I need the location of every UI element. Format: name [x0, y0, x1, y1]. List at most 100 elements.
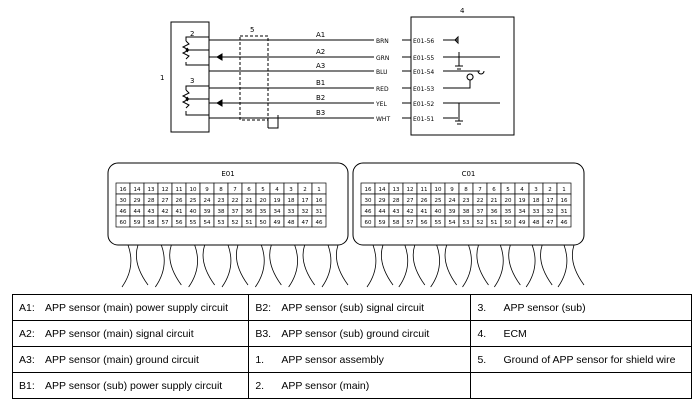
- pin-number: 1: [317, 187, 321, 193]
- connector-label: E01: [221, 170, 234, 178]
- pin-number: 34: [274, 209, 281, 215]
- legend-cell: B3.APP sensor (sub) ground circuit: [248, 320, 472, 347]
- pin-number: 58: [148, 220, 155, 226]
- pin-number: 35: [505, 209, 512, 215]
- pin-number: 27: [407, 198, 414, 204]
- pin-number: 10: [435, 187, 442, 193]
- pin-cell: [556, 215, 572, 228]
- pin-cell: [311, 215, 327, 228]
- pin-number: 46: [561, 220, 568, 226]
- legend-cell: [470, 372, 692, 399]
- pin-number: 29: [134, 198, 141, 204]
- callout-shield-ground: 5: [250, 26, 254, 34]
- pin-number: 14: [134, 187, 141, 193]
- ecm-signal-ground: [443, 52, 500, 70]
- pin-number: 44: [379, 209, 386, 215]
- legend-cell: B2:APP sensor (sub) signal circuit: [248, 294, 472, 321]
- pin-number: 12: [407, 187, 414, 193]
- pin-number: 8: [219, 187, 223, 193]
- pin-number: 13: [393, 187, 400, 193]
- pin-number: 47: [547, 220, 554, 226]
- legend-cell: 2.APP sensor (main): [248, 372, 472, 399]
- pin-number: 48: [533, 220, 540, 226]
- pin-number: 9: [205, 187, 209, 193]
- pin-number: 57: [407, 220, 414, 226]
- pin-number: 46: [365, 209, 372, 215]
- pin-number: 19: [519, 198, 526, 204]
- legend-cell: A2: APP sensor (main) signal circuit: [11, 320, 250, 347]
- circuit-id-label: B3: [316, 109, 325, 117]
- pin-number: 58: [393, 220, 400, 226]
- signal-arrow: [216, 53, 223, 61]
- pin-number: 56: [421, 220, 428, 226]
- legend-cell: 5.Ground of APP sensor for shield wire: [470, 346, 692, 373]
- pin-number: 35: [260, 209, 267, 215]
- pin-number: 43: [148, 209, 155, 215]
- pin-number: 47: [302, 220, 309, 226]
- legend-key: 1.: [255, 353, 265, 366]
- pin-number: 60: [120, 220, 127, 226]
- pin-number: 36: [491, 209, 498, 215]
- pin-number: 32: [547, 209, 554, 215]
- pin-number: 16: [365, 187, 372, 193]
- ecm-pin-label: E01-51: [413, 116, 434, 123]
- harness-wire: [321, 244, 349, 288]
- legend-text: APP sensor (main) signal circuit: [45, 327, 194, 340]
- pin-number: 59: [379, 220, 386, 226]
- pin-number: 53: [463, 220, 470, 226]
- pin-number: 28: [393, 198, 400, 204]
- legend-text: APP sensor (sub) signal circuit: [281, 301, 425, 314]
- pin-number: 36: [246, 209, 253, 215]
- legend-table: A1: APP sensor (main) power supply circui…: [11, 294, 692, 399]
- circuit-id-label: B2: [316, 94, 325, 102]
- legend-cell: 1.APP sensor assembly: [248, 346, 472, 373]
- pin-number: 25: [435, 198, 442, 204]
- harness-wire: [288, 244, 315, 288]
- legend-text: APP sensor (main) power supply circuit: [45, 301, 229, 314]
- pin-number: 13: [148, 187, 155, 193]
- connector-label: C01: [462, 170, 476, 178]
- pin-number: 37: [477, 209, 484, 215]
- pin-number: 59: [134, 220, 141, 226]
- ecm-pin-label: E01-52: [413, 101, 434, 108]
- ecm-box: [410, 16, 515, 136]
- pin-number: 21: [491, 198, 498, 204]
- pin-number: 5: [506, 187, 510, 193]
- pin-number: 22: [232, 198, 239, 204]
- pin-number: 26: [421, 198, 428, 204]
- signal-arrow: [216, 99, 223, 107]
- pin-number: 29: [379, 198, 386, 204]
- callout-ecm: 4: [460, 7, 465, 15]
- pin-number: 17: [302, 198, 309, 204]
- pin-number: 32: [302, 209, 309, 215]
- pin-number: 46: [316, 220, 323, 226]
- pin-number: 21: [246, 198, 253, 204]
- pin-number: 5: [261, 187, 265, 193]
- pin-number: 55: [435, 220, 442, 226]
- pin-number: 38: [218, 209, 225, 215]
- pin-number: 6: [492, 187, 496, 193]
- ecm-pin-label: E01-53: [413, 86, 434, 93]
- legend-cell: A1: APP sensor (main) power supply circui…: [11, 294, 250, 321]
- pin-number: 23: [218, 198, 225, 204]
- ecm-pin-label: E01-56: [413, 38, 434, 45]
- pin-number: 40: [190, 209, 197, 215]
- legend-key: A1:: [19, 301, 35, 314]
- pin-number: 50: [505, 220, 512, 226]
- pin-number: 34: [519, 209, 526, 215]
- pin-number: 50: [260, 220, 267, 226]
- pin-number: 48: [288, 220, 295, 226]
- ecm-sub-signal: [443, 102, 500, 125]
- pin-number: 16: [561, 198, 568, 204]
- pin-number: 16: [120, 187, 127, 193]
- legend-key: 3.: [477, 301, 487, 314]
- ecm-ground-node: [443, 70, 485, 75]
- pin-number: 16: [316, 198, 323, 204]
- pin-number: 44: [134, 209, 141, 215]
- pin-number: 56: [176, 220, 183, 226]
- pin-number: 20: [505, 198, 512, 204]
- ecm-pin-label: E01-55: [413, 55, 434, 62]
- circuit-id-label: A3: [316, 62, 325, 70]
- legend-key: A2:: [19, 327, 35, 340]
